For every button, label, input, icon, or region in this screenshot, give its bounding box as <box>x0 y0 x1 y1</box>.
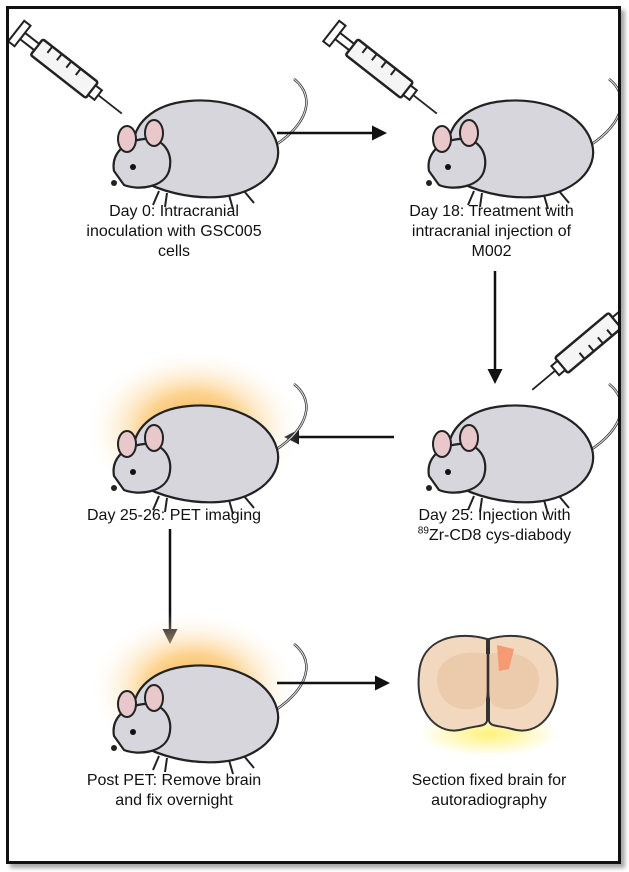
brain-section <box>417 634 559 756</box>
mouse-day0 <box>109 77 308 211</box>
caption-day25: Day 25: Injection with 89Zr-CD8 cys-diab… <box>387 506 602 546</box>
isotope-superscript: 89 <box>417 525 429 537</box>
syringe-orange-icon <box>522 292 618 402</box>
syringe-green-icon <box>9 19 132 126</box>
mouse-day18 <box>424 77 618 211</box>
caption-pet-imaging: Day 25-26: PET imaging <box>86 507 261 524</box>
mouse-day25 <box>424 382 618 516</box>
caption-post-pet: Post PET: Remove brain and fix overnight <box>86 772 262 809</box>
caption-day25-line2: 89Zr-CD8 cys-diabody <box>417 525 572 544</box>
caption-day18: Day 18: Treatment with intracranial inje… <box>409 203 574 260</box>
workflow-diagram <box>9 19 618 776</box>
figure-frame: Day 0: Intracranial inoculation with GSC… <box>6 6 621 864</box>
caption-day0: Day 0: Intracranial inoculation with GSC… <box>86 203 262 260</box>
caption-section: Section fixed brain for autoradiography <box>411 772 567 809</box>
syringe-purple-icon <box>321 19 447 126</box>
brain-hotspot <box>497 645 514 671</box>
